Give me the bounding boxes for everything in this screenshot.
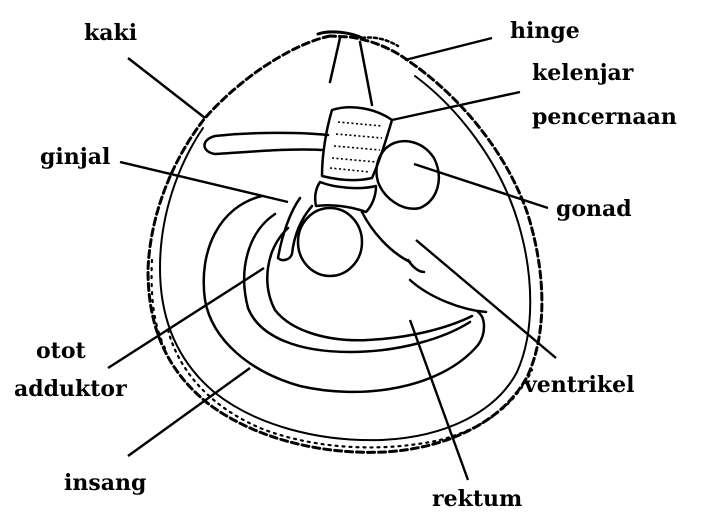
leader-rektum [410, 320, 468, 480]
label-insang: insang [64, 470, 146, 496]
gonad-organ [376, 141, 438, 209]
leader-gonad [414, 164, 548, 208]
leader-ginjal [120, 162, 288, 202]
pericardium-ventricle [298, 182, 424, 276]
label-ventrikel: ventrikel [523, 372, 634, 398]
leader-kelenjar [392, 92, 520, 120]
label-gonad: gonad [556, 196, 632, 222]
digestive-gland [322, 107, 392, 180]
label-kelenjar-line2: pencernaan [532, 104, 677, 130]
leader-lines [108, 38, 556, 480]
foot-organ [204, 133, 328, 154]
leader-kaki [128, 58, 205, 118]
hinge-structure [318, 32, 398, 105]
leader-otot [108, 268, 264, 368]
kidney-organ [278, 198, 312, 260]
label-otot-line1: otot [36, 338, 87, 364]
label-kelenjar-line1: kelenjar [532, 60, 634, 86]
label-hinge: hinge [510, 18, 580, 44]
gill-and-muscle-bands [204, 196, 486, 392]
label-kaki: kaki [84, 20, 137, 46]
label-rektum: rektum [432, 486, 522, 512]
labels: kaki hinge kelenjar pencernaan ginjal go… [14, 18, 677, 512]
shell-outline [148, 36, 542, 452]
label-otot-line2: adduktor [14, 376, 127, 402]
leader-hinge [405, 38, 492, 60]
label-ginjal: ginjal [40, 144, 110, 170]
